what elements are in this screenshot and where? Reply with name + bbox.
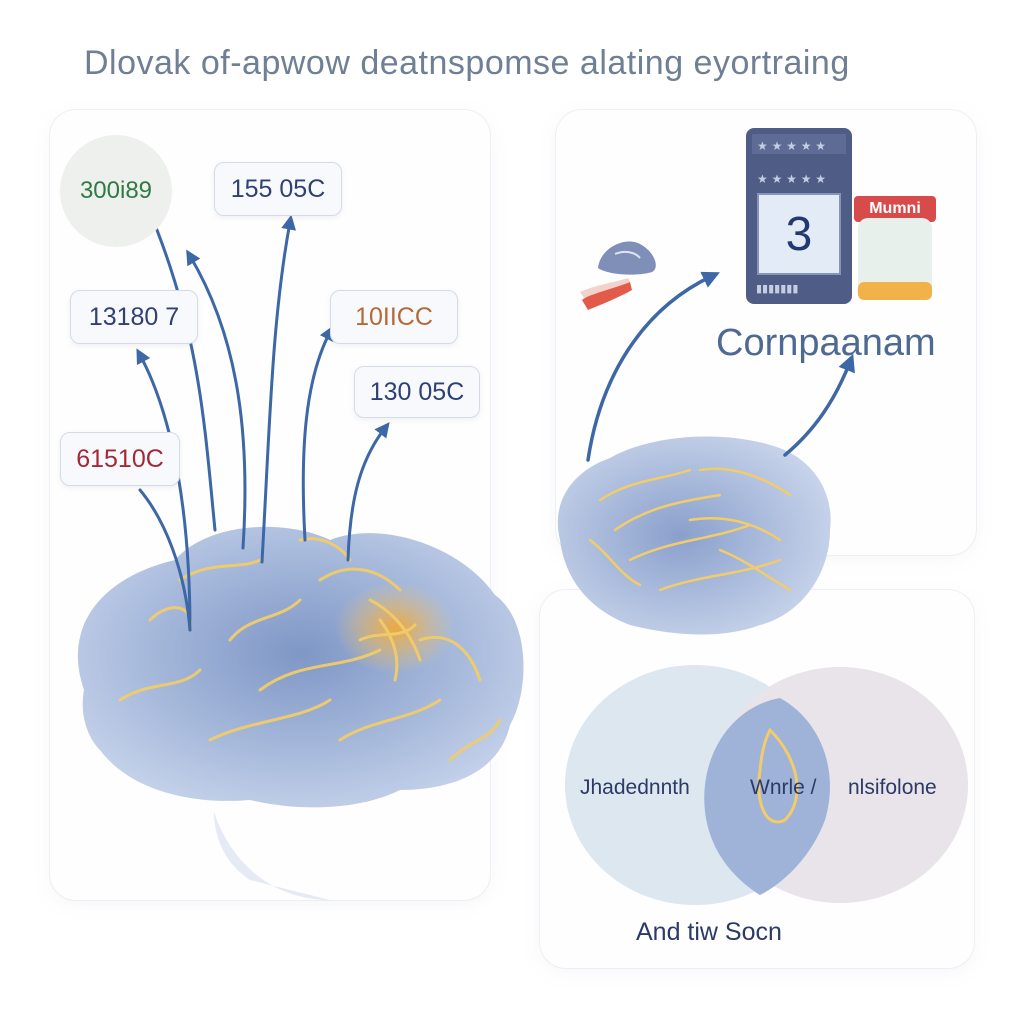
label-300i89: 300i89 [60, 135, 172, 247]
small-brain-folds [588, 467, 792, 592]
label-61510c: 61510C [60, 432, 180, 486]
company-label: Cornpaanam [716, 322, 936, 364]
calendar-number: 3 [785, 207, 813, 261]
svg-text:★ ★ ★ ★ ★: ★ ★ ★ ★ ★ [757, 172, 826, 186]
highlight-region [335, 582, 455, 674]
large-brain [77, 526, 524, 900]
svg-text:▮▮▮▮▮▮▮: ▮▮▮▮▮▮▮ [756, 282, 798, 295]
label-155-05c: 155 05C [214, 162, 342, 216]
arrow-2 [186, 249, 247, 550]
jar-icon [854, 196, 936, 300]
page-title: Dlovak of-apwow deatnspomse alating eyor… [84, 44, 850, 82]
venn-overlap [704, 698, 830, 895]
arrow-to-calendar [586, 271, 720, 462]
arrow-5 [301, 325, 334, 542]
jar-label: Mumni [869, 200, 921, 217]
arrow-to-company [783, 353, 855, 457]
label-130-05c: 130 05C [354, 366, 480, 418]
arrow-6 [346, 422, 390, 562]
arrow-3 [260, 214, 297, 564]
calendar-icon: ★ ★ ★ ★ ★ ★ ★ ★ ★ ★ ▮▮▮▮▮▮▮ [746, 128, 852, 304]
tr-arrows [586, 271, 855, 462]
arrow-7 [138, 488, 192, 632]
arrow-1 [144, 201, 217, 532]
svg-text:★ ★ ★ ★ ★: ★ ★ ★ ★ ★ [757, 139, 826, 153]
venn-overlap-fold [757, 727, 799, 824]
pill-icon [580, 241, 656, 310]
venn-middle-label: Wnrle / [750, 776, 817, 799]
brain-folds [118, 537, 502, 762]
label-13180-7: 13180 7 [70, 290, 198, 344]
venn-diagram [565, 665, 968, 905]
small-brain-body [557, 436, 831, 635]
small-brain [557, 436, 831, 635]
venn-left-label: Jhadednnth [580, 776, 690, 799]
label-10iicc: 10IICC [330, 290, 458, 344]
venn-bottom-label: And tiw Socn [636, 918, 782, 946]
venn-right-label: nlsifolone [848, 776, 937, 799]
large-brain-body [77, 526, 524, 808]
